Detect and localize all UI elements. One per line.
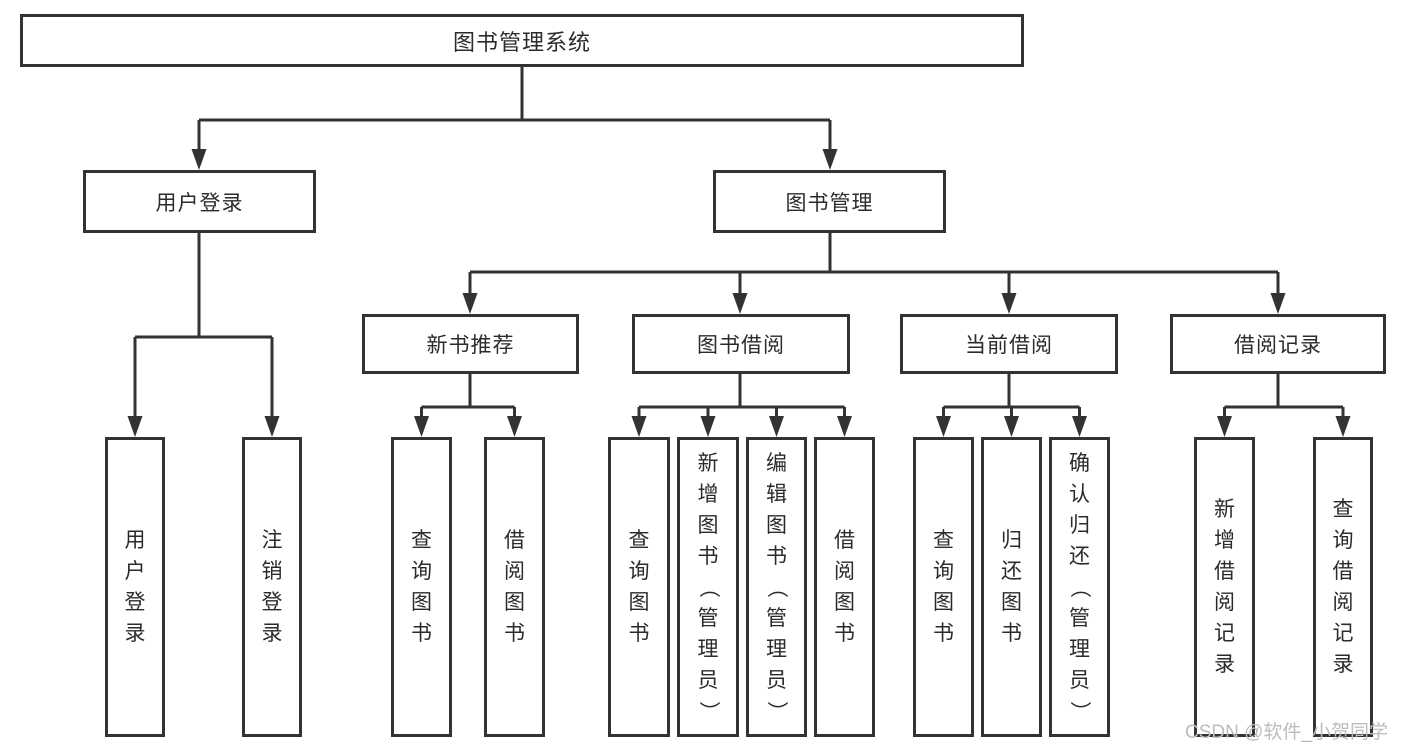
- node-borrow-record: 借阅记录: [1170, 314, 1386, 374]
- node-label: 查询借阅记录: [1332, 498, 1354, 676]
- leaf-query-borrow-record: 查询借阅记录: [1313, 437, 1373, 737]
- node-label: 图书管理系统: [452, 29, 591, 55]
- node-label: 查询图书: [933, 529, 954, 645]
- csdn-watermark: CSDN @软件_小贺同学: [1185, 722, 1388, 743]
- leaf-return-book: 归还图书: [981, 437, 1042, 737]
- node-label: 图书借阅: [697, 334, 785, 357]
- node-label: 注销登录: [261, 529, 283, 645]
- node-label: 新增借阅记录: [1214, 498, 1235, 676]
- node-label: 借阅记录: [1234, 334, 1322, 357]
- leaf-edit-book-admin: 编辑图书（管理员）: [746, 437, 807, 737]
- node-label: 查询图书: [628, 529, 650, 645]
- leaf-confirm-return-admin: 确认归还（管理员）: [1049, 437, 1110, 737]
- node-new-book-recommend: 新书推荐: [362, 314, 579, 374]
- node-book-management: 图书管理: [713, 170, 946, 233]
- node-label: 用户登录: [155, 191, 244, 215]
- node-label: 新书推荐: [426, 334, 515, 357]
- node-user-login: 用户登录: [83, 170, 316, 233]
- node-label: 借阅图书: [834, 529, 855, 645]
- leaf-add-borrow-record: 新增借阅记录: [1194, 437, 1255, 737]
- leaf-query-book-current: 查询图书: [913, 437, 974, 737]
- node-label: 归还图书: [1001, 529, 1022, 645]
- node-label: 借阅图书: [504, 529, 525, 645]
- node-label: 当前借阅: [965, 334, 1053, 357]
- node-label: 编辑图书（管理员）: [765, 451, 788, 722]
- leaf-borrow-book: 借阅图书: [814, 437, 875, 737]
- leaf-borrow-book-recommend: 借阅图书: [484, 437, 545, 737]
- leaf-logout: 注销登录: [242, 437, 302, 737]
- leaf-add-book-admin: 新增图书（管理员）: [677, 437, 739, 737]
- node-label: 用户登录: [124, 529, 146, 645]
- node-label: 确认归还（管理员）: [1068, 451, 1091, 722]
- leaf-user-login: 用户登录: [105, 437, 165, 737]
- node-label: 新增图书（管理员）: [696, 451, 720, 722]
- node-label: 查询图书: [411, 529, 432, 645]
- node-book-borrow: 图书借阅: [632, 314, 850, 374]
- node-label: 图书管理: [785, 191, 874, 215]
- leaf-query-book-recommend: 查询图书: [391, 437, 452, 737]
- leaf-query-book-borrow: 查询图书: [608, 437, 670, 737]
- node-current-borrow: 当前借阅: [900, 314, 1118, 374]
- node-root-system: 图书管理系统: [20, 14, 1024, 67]
